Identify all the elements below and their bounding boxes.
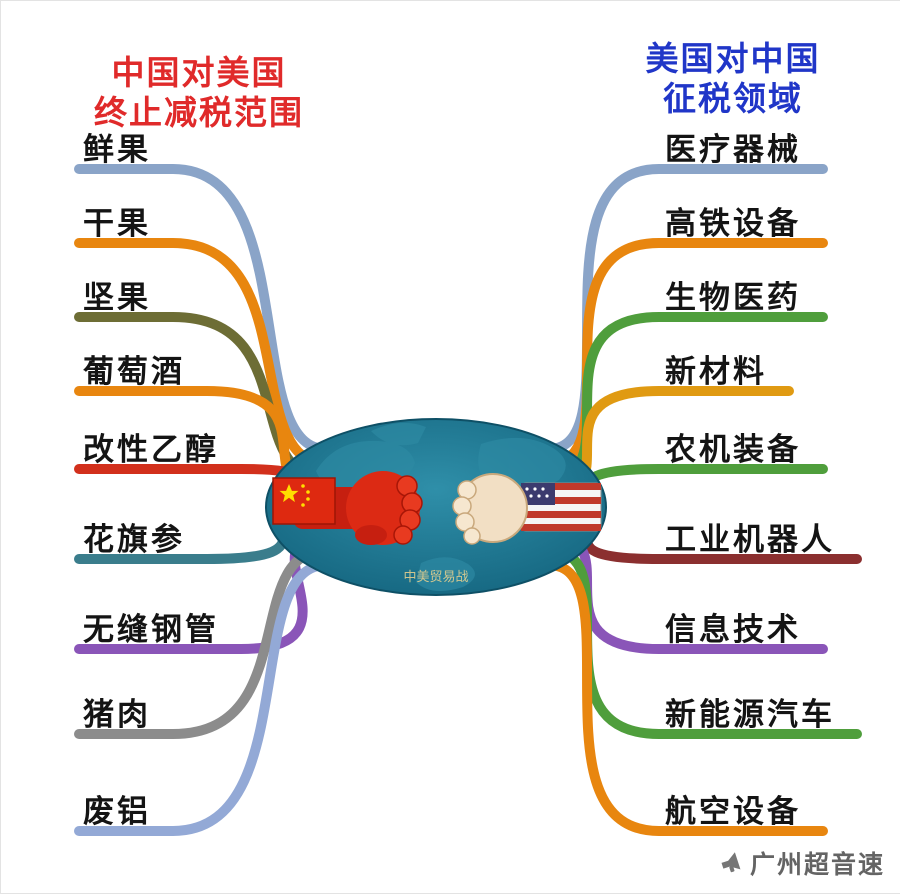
china-flag bbox=[272, 477, 336, 525]
label-left-2: 坚果 bbox=[83, 280, 151, 315]
label-left-7: 猪肉 bbox=[83, 697, 151, 732]
label-left-4: 改性乙醇 bbox=[83, 432, 219, 467]
watermark-text: 广州超音速 bbox=[749, 851, 885, 879]
label-left-8: 废铝 bbox=[83, 794, 151, 829]
label-right-0: 医疗器械 bbox=[665, 132, 801, 167]
left-heading-line2: 终止减税范围 bbox=[94, 94, 304, 132]
label-left-1: 干果 bbox=[83, 206, 151, 241]
label-left-5: 花旗参 bbox=[83, 522, 185, 557]
branch-left-1 bbox=[74, 238, 331, 469]
label-left-6: 无缝钢管 bbox=[83, 612, 219, 647]
label-right-2: 生物医药 bbox=[665, 280, 801, 315]
branch-right-1 bbox=[544, 238, 828, 469]
center-caption: 中美贸易战 bbox=[403, 569, 468, 584]
usa-flag bbox=[520, 482, 602, 532]
branch-right-8 bbox=[544, 560, 828, 836]
label-right-4: 农机装备 bbox=[665, 432, 801, 467]
label-right-5: 工业机器人 bbox=[665, 522, 835, 557]
center-graphic: 中美贸易战 bbox=[265, 418, 607, 596]
right-heading-line2: 征税领域 bbox=[663, 80, 803, 118]
label-right-6: 信息技术 bbox=[665, 612, 801, 647]
right-heading: 美国对中国 征税领域 bbox=[613, 39, 853, 120]
megaphone-icon bbox=[721, 852, 741, 873]
usa-fist bbox=[452, 473, 602, 545]
world-map-continents bbox=[316, 422, 566, 591]
label-right-3: 新材料 bbox=[665, 354, 767, 389]
left-heading-line1: 中国对美国 bbox=[111, 54, 287, 91]
label-left-3: 葡萄酒 bbox=[83, 354, 185, 389]
label-right-1: 高铁设备 bbox=[665, 206, 801, 241]
branch-left-0 bbox=[74, 164, 331, 454]
left-heading: 中国对美国 终止减税范围 bbox=[59, 53, 339, 134]
right-heading-line1: 美国对中国 bbox=[645, 40, 821, 77]
label-right-8: 航空设备 bbox=[665, 794, 801, 829]
china-fist bbox=[272, 471, 423, 545]
label-left-0: 鲜果 bbox=[83, 132, 151, 167]
branch-left-8 bbox=[74, 560, 331, 836]
branch-left-7 bbox=[74, 545, 331, 739]
label-right-7: 新能源汽车 bbox=[665, 697, 835, 732]
watermark: 广州超音速 bbox=[719, 845, 885, 881]
